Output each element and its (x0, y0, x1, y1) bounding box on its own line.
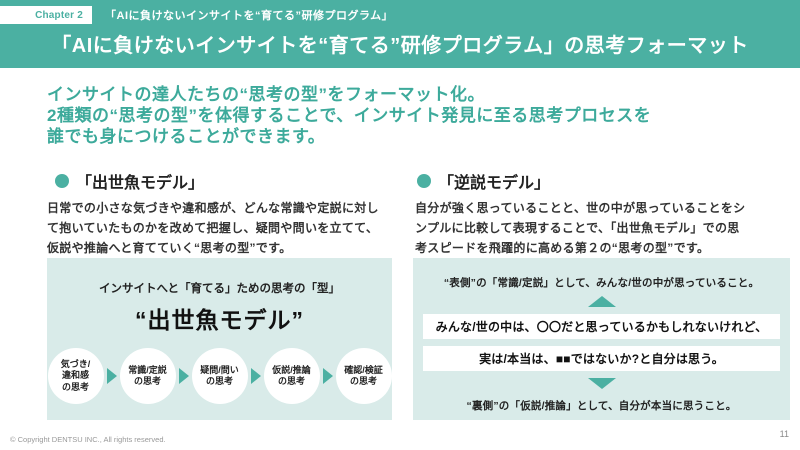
shusseuo-model-panel: インサイトへと「育てる」ための思考の「型」 “出世魚モデル” 気づき/ 違和感 … (47, 258, 392, 420)
panel-caption: インサイトへと「育てる」ための思考の「型」 (99, 283, 340, 295)
arrow-right-icon (106, 368, 117, 384)
right-section-heading: 「逆説モデル」 (417, 169, 550, 193)
arrow-right-icon (250, 368, 261, 384)
bullet-icon (55, 174, 69, 188)
lead-text: インサイトの達人たちの“思考の型”をフォーマット化。 2種類の“思考の型”を体得… (47, 85, 652, 146)
chapter-badge: Chapter 2 (0, 6, 92, 24)
flow-step-3: 疑問/問い の思考 (191, 348, 248, 404)
flow-step-5: 確認/検証 の思考 (335, 348, 392, 404)
slide-title: 「AIに負けないインサイトを“育てる”研修プログラム」の思考フォーマット (51, 35, 749, 57)
paradox-bar-2: 実は/本当は、■■ではないか?と自分は思う。 (423, 346, 780, 371)
right-section-heading-label: 「逆説モデル」 (438, 175, 551, 192)
flow-step-1: 気づき/ 違和感 の思考 (47, 348, 104, 404)
copyright-text: © Copyright DENTSU INC., All rights rese… (10, 435, 166, 444)
arrow-right-icon (178, 368, 189, 384)
flow-step-2: 常識/定説 の思考 (119, 348, 176, 404)
model-name: “出世魚モデル” (135, 307, 304, 333)
header-banner: Chapter 2 「AIに負けないインサイトを“育てる”研修プログラム」 「A… (0, 0, 800, 68)
bullet-icon (417, 174, 431, 188)
right-section-description: 自分が強く思っていることと、世の中が思っていることをシ ンプルに比較して表現する… (415, 201, 746, 255)
triangle-down-icon (587, 378, 616, 389)
program-label: 「AIに負けないインサイトを“育てる”研修プログラム」 (105, 10, 394, 22)
paradox-bottom-label: “裏側”の「仮説/推論」として、自分が本当に思うこと。 (466, 400, 737, 412)
thinking-flow: 気づき/ 違和感 の思考 常識/定説 の思考 疑問/問い の思考 仮説/推論 の… (47, 348, 392, 404)
left-section-heading: 「出世魚モデル」 (55, 169, 204, 193)
gyakusetsu-model-panel: “表側”の「常識/定説」として、みんな/世の中が思っていること。 みんな/世の中… (413, 258, 790, 420)
left-section-heading-label: 「出世魚モデル」 (76, 175, 205, 192)
left-section-description: 日常での小さな気づきや違和感が、どんな常識や定説に対し て抱いていたものかを改め… (47, 201, 379, 255)
page-number: 11 (779, 429, 789, 439)
paradox-top-label: “表側”の「常識/定説」として、みんな/世の中が思っていること。 (443, 277, 760, 289)
paradox-bar-1: みんな/世の中は、〇〇だと思っているかもしれないけれど、 (423, 314, 780, 339)
arrow-right-icon (322, 368, 333, 384)
flow-step-4: 仮説/推論 の思考 (263, 348, 320, 404)
chapter-badge-label: Chapter 2 (35, 9, 83, 21)
triangle-up-icon (587, 296, 616, 307)
